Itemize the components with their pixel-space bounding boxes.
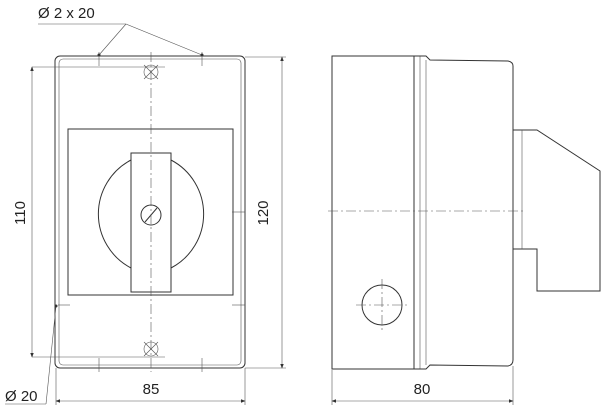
- enclosure-base: [331, 55, 415, 370]
- enclosure-lid: [414, 55, 514, 370]
- width-label: 85: [143, 381, 160, 398]
- switch-handle-side: [513, 129, 601, 292]
- side-view: 80: [328, 55, 601, 405]
- rotary-dial: [97, 159, 205, 269]
- enclosure-outline: [54, 55, 246, 369]
- depth-label: 80: [414, 381, 431, 398]
- switch-plate: [67, 128, 234, 296]
- outer-height-label: 120: [255, 200, 272, 225]
- front-view: [32, 52, 246, 372]
- gland-callout: Ø 20: [5, 388, 38, 405]
- inner-height-label: 110: [12, 201, 29, 225]
- hole-callout: Ø 2 x 20: [38, 5, 95, 22]
- cable-gland-hole-icon: [356, 279, 408, 331]
- enclosure-inner-edge: [58, 58, 242, 366]
- dimensions-front: Ø 2 x 20 110 120 85 Ø 20: [5, 5, 286, 405]
